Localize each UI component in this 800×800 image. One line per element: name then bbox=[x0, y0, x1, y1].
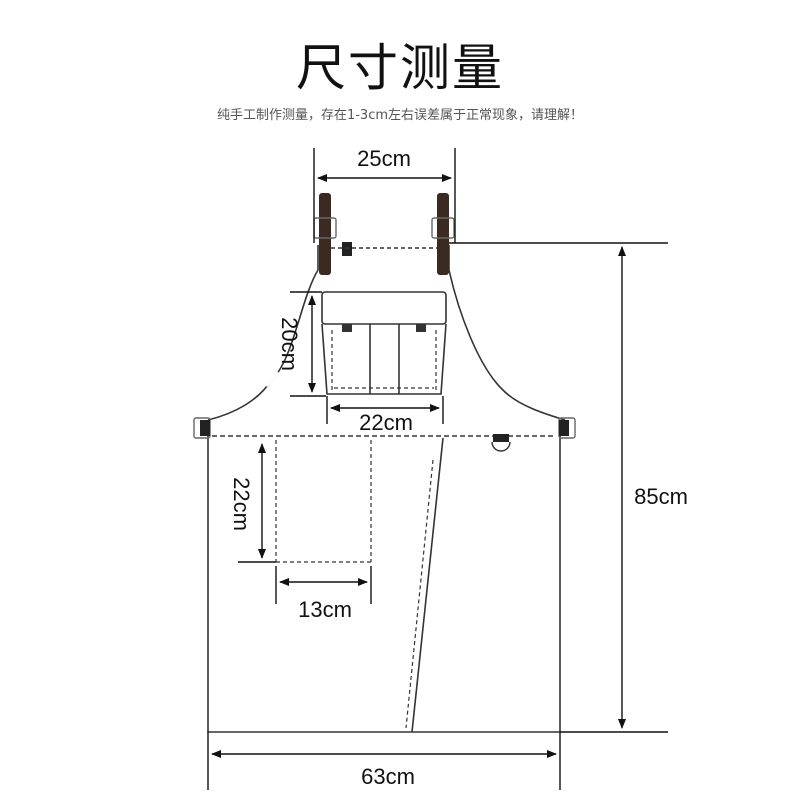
front-pocket bbox=[405, 437, 444, 733]
bib-pocket-rivets bbox=[342, 324, 426, 332]
side-pocket bbox=[275, 440, 372, 563]
bib-pocket-width-label: 22cm bbox=[359, 410, 413, 435]
bib-pocket bbox=[321, 291, 447, 395]
total-width-label: 63cm bbox=[361, 764, 415, 789]
waist-line bbox=[193, 417, 576, 439]
d-ring-loop bbox=[491, 434, 511, 452]
dimension-lines bbox=[207, 148, 668, 790]
strap-buckles bbox=[313, 193, 455, 275]
strap-width-label: 25cm bbox=[357, 146, 411, 171]
armhole-gap bbox=[264, 371, 280, 387]
side-pocket-height-label: 22cm bbox=[229, 477, 254, 531]
total-length-label: 85cm bbox=[634, 484, 688, 509]
bib-pocket-height-label: 20cm bbox=[277, 317, 302, 371]
page-title: 尺寸测量 bbox=[296, 39, 504, 97]
side-pocket-width-label: 13cm bbox=[298, 597, 352, 622]
page-subtitle: 纯手工制作测量，存在1-3cm左右误差属于正常现象，请理解！ bbox=[216, 108, 584, 123]
